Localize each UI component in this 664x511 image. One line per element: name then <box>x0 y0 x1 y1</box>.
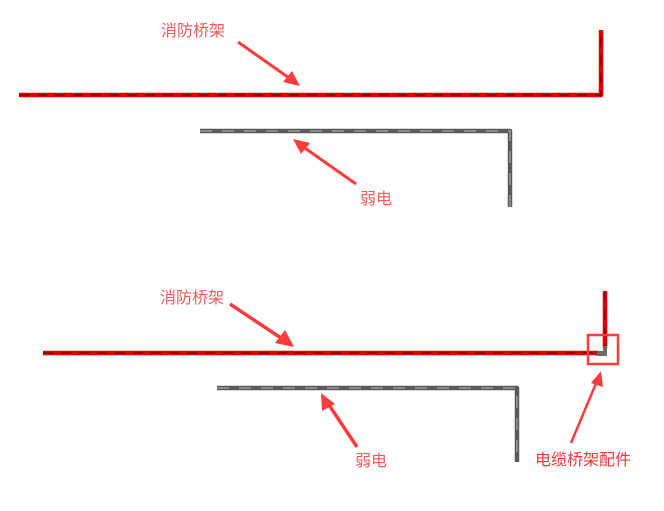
weak-current-arrow-icon <box>321 393 359 448</box>
panel-before <box>19 30 604 207</box>
weak-current-tray-line <box>217 385 520 462</box>
fire-tray-line <box>19 30 604 98</box>
fire-tray-line <box>43 291 608 356</box>
fire-tray-arrow-icon <box>229 302 294 347</box>
weak-current-arrow-icon <box>293 139 357 186</box>
fitting-highlight-box <box>586 333 620 366</box>
weak-current-tray-line <box>200 128 513 207</box>
cable-tray-fitting-icon <box>597 346 607 356</box>
fire-tray-arrow-icon <box>237 40 300 86</box>
fire-tray-label: 消防桥架 <box>160 288 225 307</box>
fire-tray-label: 消防桥架 <box>161 21 226 40</box>
weak-current-label: 弱电 <box>355 451 388 470</box>
fitting-arrow-icon <box>569 371 603 444</box>
weak-current-label: 弱电 <box>360 189 393 208</box>
panel-after <box>43 291 620 462</box>
fitting-label: 电缆桥架配件 <box>535 450 632 469</box>
